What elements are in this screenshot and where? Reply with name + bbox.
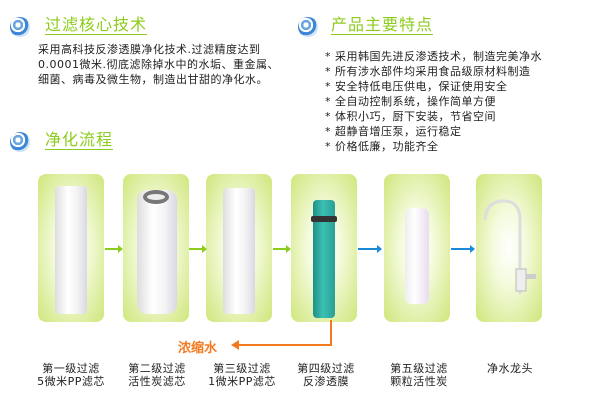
stage-label: 第二级过滤活性炭滤芯 <box>117 362 197 388</box>
stage-4-ro-membrane <box>291 174 357 322</box>
stage-3-pp-filter <box>206 174 272 322</box>
stage-desc: 1微米PP滤芯 <box>208 375 276 388</box>
stage-label: 净水龙头 <box>470 362 550 375</box>
features-list: * 采用韩国先进反渗透技术，制造完美净水 * 所有涉水部件均采用食品级原材料制造… <box>325 49 542 154</box>
stage-desc: 活性炭滤芯 <box>128 375 186 388</box>
stage-name: 第三级过滤 <box>213 362 271 375</box>
feature-item: * 全自动控制系统，操作简单方便 <box>325 95 496 108</box>
globe-icon <box>298 17 318 37</box>
concentrate-arrow <box>231 320 332 350</box>
stage-name: 第四级过滤 <box>297 362 355 375</box>
flow-arrow <box>358 245 382 253</box>
faucet-panel <box>476 174 542 322</box>
flow-arrow <box>273 245 291 253</box>
stage-label: 第五级过滤颗粒活性炭 <box>379 362 459 388</box>
filter-cartridge-image <box>55 186 87 314</box>
stage-desc: 颗粒活性炭 <box>390 375 448 388</box>
ro-membrane-image <box>313 200 335 318</box>
feature-item: * 采用韩国先进反渗透技术，制造完美净水 <box>325 50 542 63</box>
stage-name: 第五级过滤 <box>390 362 448 375</box>
feature-item: * 安全特低电压供电，保证使用安全 <box>325 80 508 93</box>
stage-desc: 5微米PP滤芯 <box>37 375 105 388</box>
filter-cartridge-image <box>137 190 177 314</box>
filter-cartridge-image <box>223 188 255 314</box>
stage-name: 第一级过滤 <box>42 362 100 375</box>
stage-5-carbon-post-filter <box>384 174 450 322</box>
feature-item: * 体积小巧，厨下安装，节省空间 <box>325 110 496 123</box>
flow-arrow <box>189 245 207 253</box>
globe-icon <box>10 132 30 152</box>
stage-desc: 反渗透膜 <box>303 375 349 388</box>
tech-description: 采用高科技反渗透膜净化技术.过滤精度达到0.0001微米.彻底滤除掉水中的水垢、… <box>38 43 279 86</box>
membrane-ring <box>311 216 337 222</box>
stage-label: 第四级过滤反渗透膜 <box>286 362 366 388</box>
flow-arrow <box>451 245 475 253</box>
stage-2-carbon-filter <box>123 174 189 322</box>
stage-name: 第二级过滤 <box>128 362 186 375</box>
concentrate-label: 浓缩水 <box>178 341 218 356</box>
feature-item: * 价格低廉，功能齐全 <box>325 140 439 153</box>
feature-item: * 超静音增压泵，运行稳定 <box>325 125 462 138</box>
globe-icon <box>10 17 30 37</box>
stage-1-pp-filter <box>38 174 104 322</box>
faucet-icon <box>483 199 536 294</box>
flow-arrow <box>105 245 123 253</box>
feature-item: * 所有涉水部件均采用食品级原材料制造 <box>325 65 531 78</box>
features-title: 产品主要特点 <box>331 15 434 35</box>
tech-title: 过滤核心技术 <box>45 15 148 35</box>
stage-name: 净水龙头 <box>487 362 533 375</box>
filter-cartridge-image <box>405 208 429 304</box>
process-title: 净化流程 <box>45 130 114 150</box>
cartridge-cap <box>143 190 169 204</box>
